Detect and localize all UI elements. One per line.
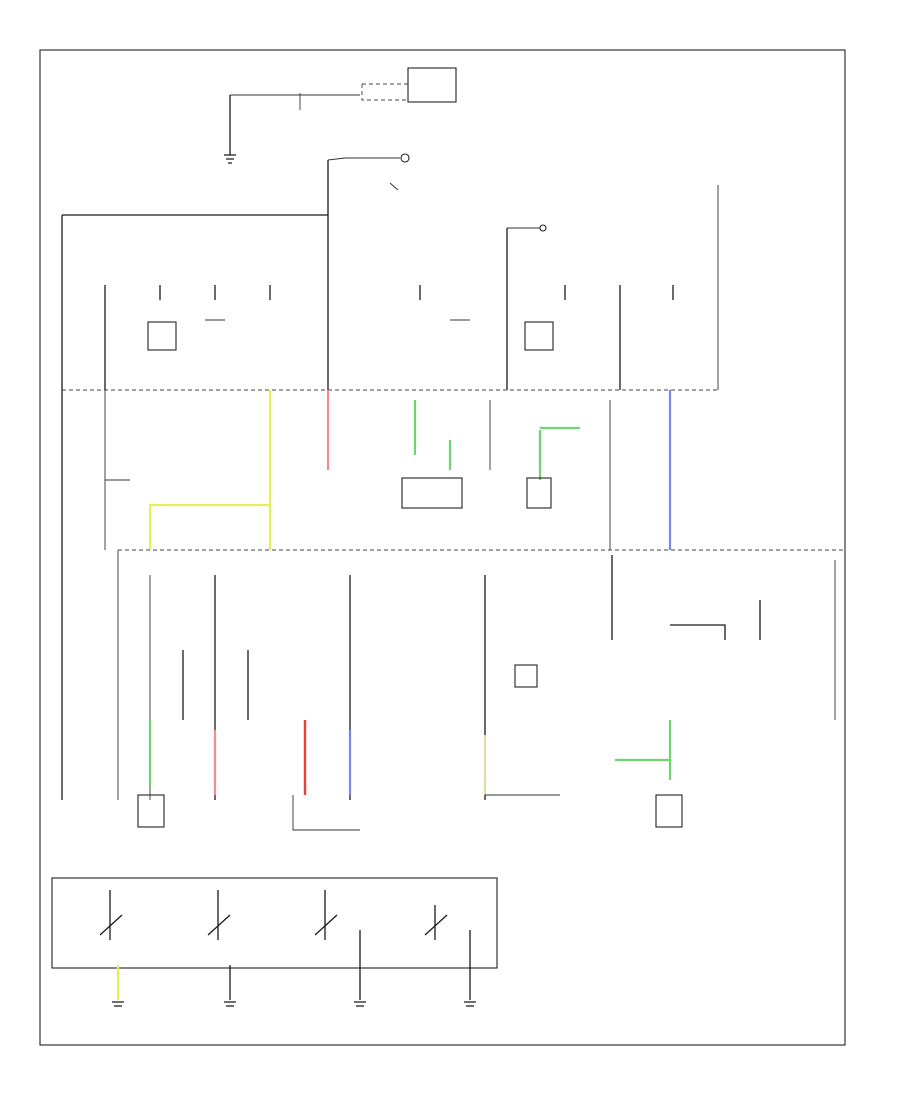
component-box-lower-2 xyxy=(655,794,683,828)
ground-icon xyxy=(112,1001,476,1007)
yellow-wire-2 xyxy=(148,503,270,550)
diagram-border xyxy=(39,49,846,1046)
component-box xyxy=(514,664,538,688)
component-box xyxy=(147,321,177,351)
mid-wire-1 xyxy=(104,390,130,481)
connector-icon xyxy=(400,153,410,163)
switch-row xyxy=(99,890,448,940)
lower-wire-h xyxy=(670,624,726,640)
switch-icon xyxy=(207,890,231,940)
switch-icon xyxy=(389,182,399,191)
fuse-row-top xyxy=(104,285,674,300)
switch-icon xyxy=(99,890,123,940)
green-wire-3 xyxy=(538,426,580,480)
green-wire-right xyxy=(615,720,672,780)
switch-icon xyxy=(314,890,338,940)
top-component-box xyxy=(407,67,457,103)
relay-box xyxy=(401,477,463,509)
ignition-switch-box xyxy=(51,877,498,969)
component-box xyxy=(524,321,554,351)
lower-bracket xyxy=(292,795,360,831)
ignition-feed-wire xyxy=(327,157,400,161)
ground-icon xyxy=(224,154,236,164)
top-dashed-link-2 xyxy=(361,84,408,101)
switch-icon xyxy=(424,905,448,940)
component-box-lower xyxy=(137,794,165,828)
connector-icon xyxy=(539,224,547,232)
relay-box-2 xyxy=(526,477,552,509)
